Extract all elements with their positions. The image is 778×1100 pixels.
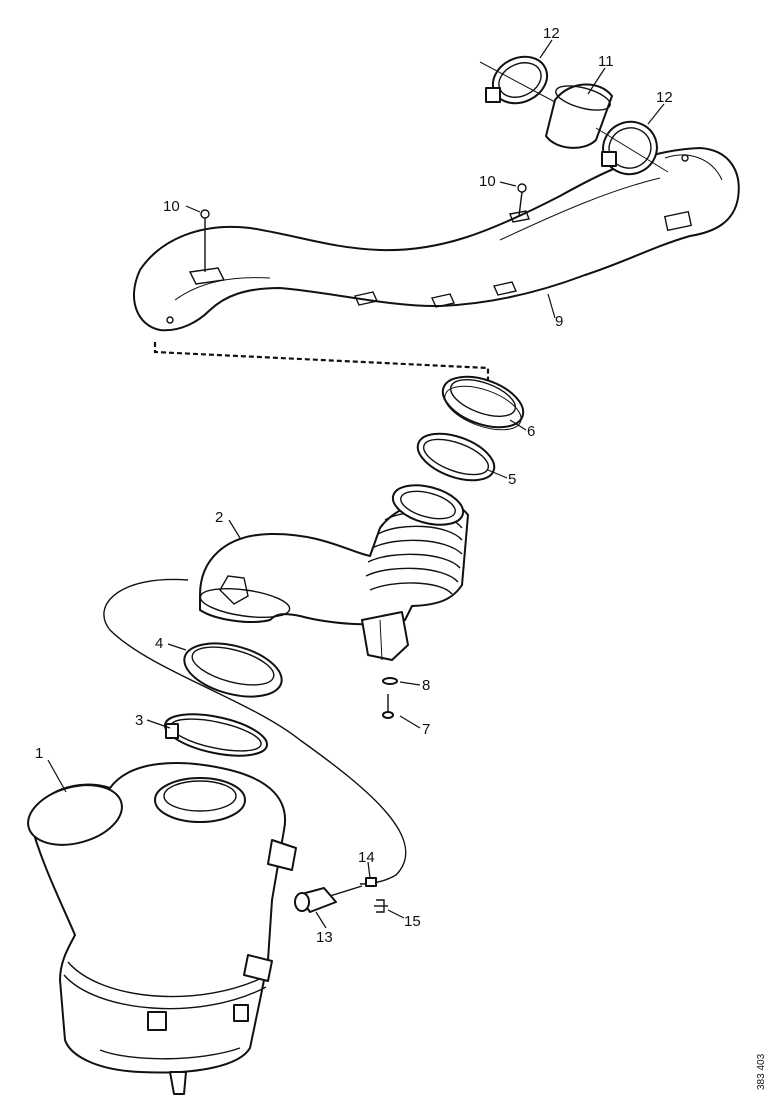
leader-lines (47, 39, 665, 929)
part-10-bolt-left (200, 209, 210, 272)
callout-6: 6 (527, 423, 535, 440)
callout-3: 3 (135, 712, 143, 729)
part-4-ring (183, 642, 283, 698)
part-13-fitting (294, 885, 363, 913)
callout-2: 2 (215, 509, 223, 526)
callout-labels: 1 2 3 4 5 6 7 8 9 10 10 11 12 12 13 14 1… (35, 25, 673, 946)
part-12-clamp-right (595, 120, 669, 176)
callout-5: 5 (508, 471, 516, 488)
part-7-bolt (382, 694, 394, 719)
part-9-intake-pipe (132, 147, 740, 332)
reference-code: 383 403 (756, 1053, 767, 1090)
callout-11: 11 (598, 53, 614, 70)
part-8-washer (382, 677, 398, 685)
part-2-elbow-bellows (199, 484, 469, 661)
part-12-clamp-top (479, 55, 556, 105)
callout-10-left: 10 (163, 198, 180, 215)
part-6-ring-seal (441, 375, 525, 431)
part-15-clip (374, 899, 388, 913)
part-3-clamp (163, 713, 269, 757)
callout-15: 15 (404, 913, 421, 930)
callout-14: 14 (358, 849, 375, 866)
callout-1: 1 (35, 745, 43, 762)
callout-13: 13 (316, 929, 333, 946)
part-5-clamp (416, 432, 496, 482)
part-11-sleeve (545, 83, 613, 149)
callout-12-right: 12 (656, 89, 673, 106)
part-1-air-cleaner-housing (27, 762, 297, 1095)
callout-8: 8 (422, 677, 430, 694)
dashed-connection-line (153, 342, 490, 390)
part-14-connector (365, 877, 377, 887)
callout-9: 9 (555, 313, 563, 330)
callout-12-top: 12 (543, 25, 560, 42)
callout-10-right: 10 (479, 173, 496, 190)
part-10-bolt-right (517, 183, 527, 217)
callout-7: 7 (422, 721, 430, 738)
callout-4: 4 (155, 635, 163, 652)
hose-loop (103, 578, 407, 885)
